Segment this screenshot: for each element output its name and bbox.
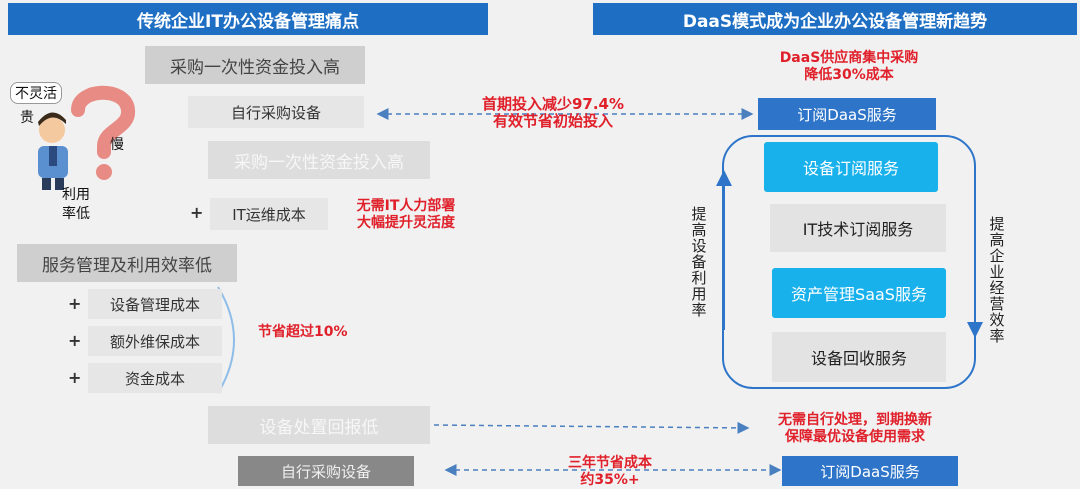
subscribe-daas-bottom: 订阅DaaS服务	[782, 456, 958, 486]
note-no-it: 无需IT人力部署 大幅提升灵活度	[336, 198, 476, 232]
vertical-label-usage: 提高设备利用率	[691, 205, 707, 319]
self-purchase-box-top: 自行采购设备	[188, 96, 364, 128]
pain-initial-investment-faded: 采购一次性资金投入高	[208, 141, 430, 179]
capital-cost: 资金成本	[88, 363, 222, 393]
subscribe-daas-top: 订阅DaaS服务	[758, 98, 936, 130]
right-header: DaaS模式成为企业办公设备管理新趋势	[593, 3, 1077, 35]
plus-cost2: +	[68, 331, 82, 350]
service-it-tech-subscription: IT技术订阅服务	[770, 204, 946, 252]
self-purchase-box-bottom: 自行采购设备	[238, 456, 414, 486]
label-low-usage-1: 利用	[62, 187, 90, 203]
service-device-recycle: 设备回收服务	[772, 332, 946, 382]
note-initial-investment: 首期投入减少97.4% 有效节省初始投入	[448, 96, 658, 130]
note-three-year: 三年节省成本 约35%+	[540, 455, 680, 489]
note-initial-line1: 首期投入减少97.4%	[481, 95, 625, 113]
label-low-usage-2: 率低	[62, 206, 90, 222]
label-inflexible: 不灵活	[10, 82, 62, 104]
plus-cost1: +	[68, 294, 82, 313]
plus-it-ops: +	[190, 203, 204, 222]
it-ops-cost: IT运维成本	[210, 198, 328, 230]
left-header: 传统企业IT办公设备管理痛点	[8, 3, 488, 35]
label-slow: 慢	[110, 137, 124, 153]
disposal-arrow	[433, 421, 750, 434]
note-central-purchase-line1: DaaS供应商集中采购	[779, 50, 919, 66]
service-asset-saas: 资产管理SaaS服务	[772, 268, 946, 318]
note-no-process-line1: 无需自行处理，到期换新	[778, 412, 932, 428]
vertical-label-efficiency: 提高企业经营效率	[989, 215, 1005, 345]
note-central-purchase: DaaS供应商集中采购 降低30%成本	[742, 50, 956, 84]
cost-bracket	[217, 286, 235, 394]
note-save-10: 节省超过10%	[258, 324, 348, 340]
confused-person-illustration	[38, 85, 135, 190]
note-three-year-line1: 三年节省成本	[568, 455, 652, 471]
plus-cost3: +	[68, 368, 82, 387]
device-management-cost: 设备管理成本	[88, 289, 222, 319]
note-no-it-line2: 大幅提升灵活度	[357, 215, 455, 231]
note-three-year-line2: 约35%+	[580, 472, 640, 488]
extra-maintenance-cost: 额外维保成本	[88, 326, 222, 356]
label-expensive: 贵	[20, 110, 34, 126]
note-central-purchase-line2: 降低30%成本	[804, 67, 894, 83]
note-no-process-line2: 保障最优设备使用需求	[785, 429, 925, 445]
pain-service-efficiency: 服务管理及利用效率低	[17, 244, 237, 282]
pain-disposal-return: 设备处置回报低	[208, 406, 430, 444]
service-device-subscription: 设备订阅服务	[764, 142, 938, 192]
pain-initial-investment: 采购一次性资金投入高	[145, 46, 365, 84]
note-no-process: 无需自行处理，到期换新 保障最优设备使用需求	[744, 412, 966, 446]
note-no-it-line1: 无需IT人力部署	[356, 198, 456, 214]
note-initial-line2: 有效节省初始投入	[492, 112, 613, 130]
